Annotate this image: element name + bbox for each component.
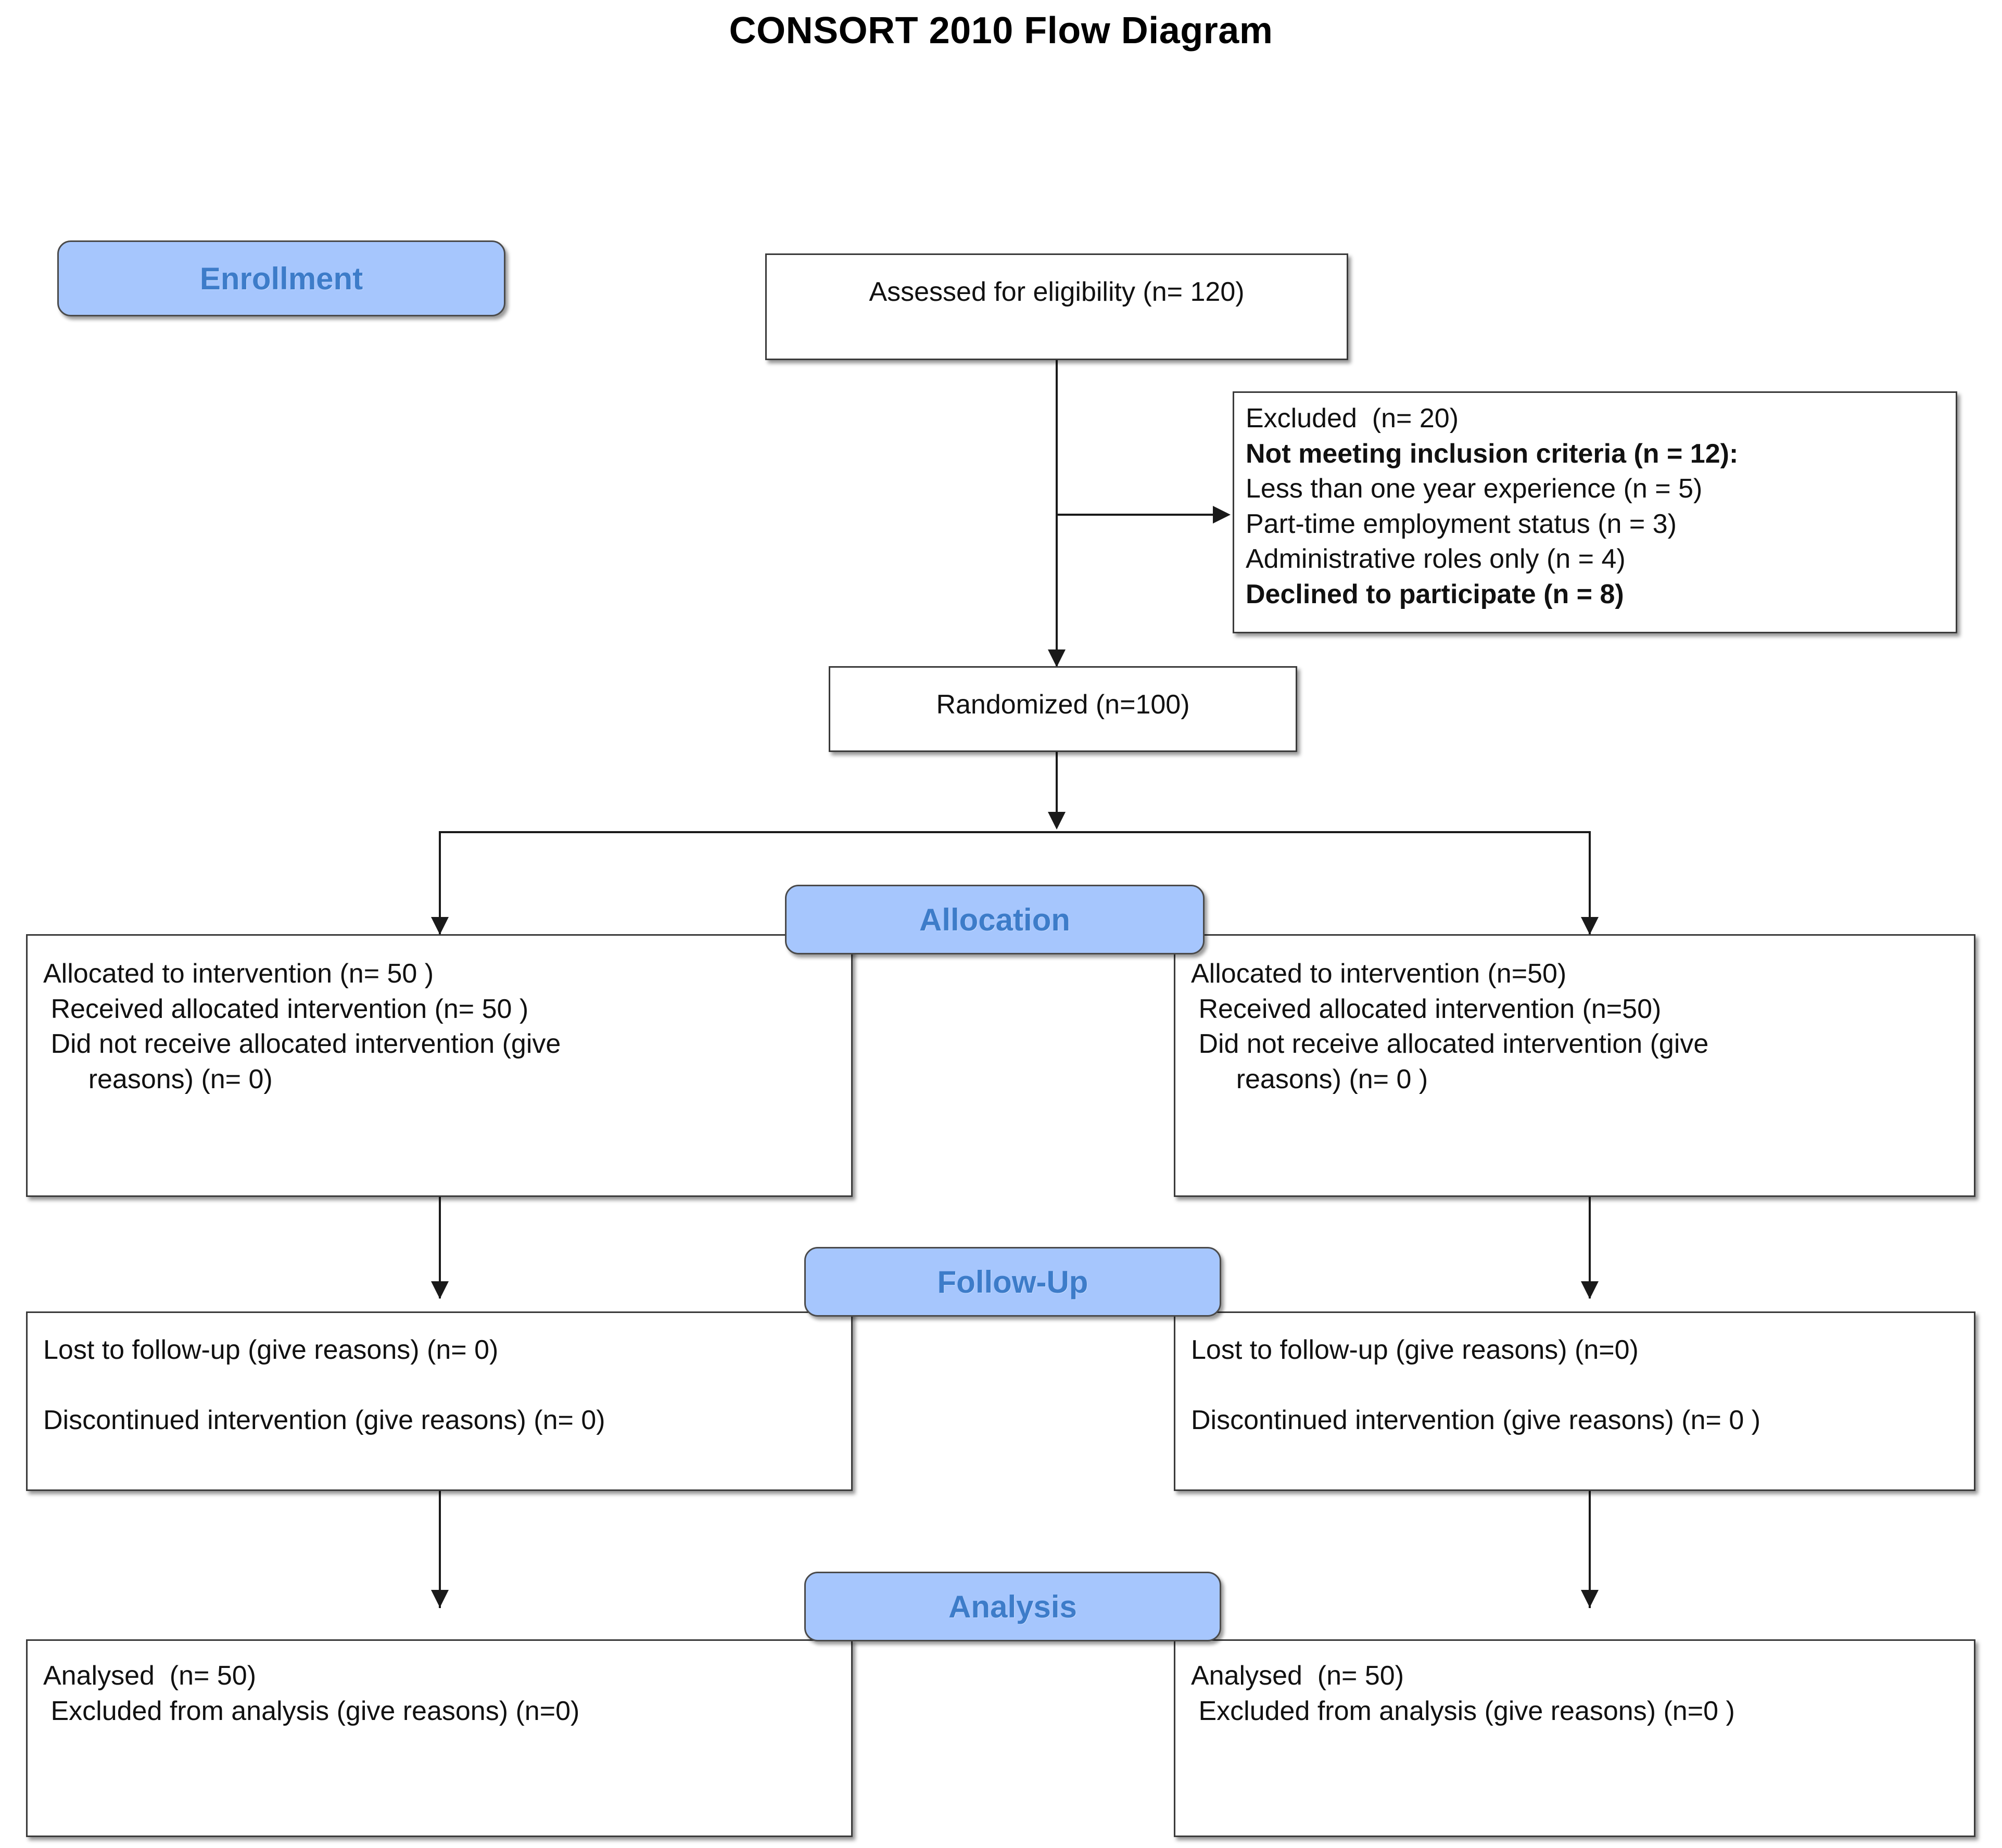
connector-split-left-drop (439, 831, 441, 935)
stage-banner-allocation-label: Allocation (919, 902, 1070, 937)
stage-banner-followup: Follow-Up (804, 1247, 1221, 1317)
excluded-line: Declined to participate (n = 8) (1246, 579, 1624, 609)
box-assessed-for-eligibility: Assessed for eligibility (n= 120) (765, 253, 1348, 360)
stage-banner-enrollment: Enrollment (57, 240, 505, 316)
connector-allocation-right-to-followup (1589, 1197, 1591, 1298)
page-title: CONSORT 2010 Flow Diagram (729, 10, 1273, 52)
box-analysis-right: Analysed (n= 50) Excluded from analysis … (1174, 1639, 1975, 1837)
box-analysis-left: Analysed (n= 50) Excluded from analysis … (26, 1639, 853, 1837)
stage-banner-enrollment-label: Enrollment (199, 261, 363, 296)
box-assessed-text: Assessed for eligibility (n= 120) (869, 277, 1245, 307)
arrowhead-followup-left (431, 1281, 449, 1299)
box-followup-right-text: Lost to follow-up (give reasons) (n=0) D… (1191, 1335, 1761, 1436)
box-analysis-left-text: Analysed (n= 50) Excluded from analysis … (43, 1661, 580, 1726)
connector-followup-right-to-analysis (1589, 1491, 1591, 1608)
box-allocation-right-text: Allocated to intervention (n=50) Receive… (1191, 959, 1709, 1094)
connector-split-right-drop (1589, 831, 1591, 935)
excluded-line: Excluded (n= 20) (1246, 403, 1459, 434)
stage-banner-followup-label: Follow-Up (937, 1264, 1088, 1299)
connector-followup-left-to-analysis (439, 1491, 441, 1608)
box-allocation-left: Allocated to intervention (n= 50 ) Recei… (26, 934, 853, 1197)
box-allocation-left-text: Allocated to intervention (n= 50 ) Recei… (43, 959, 561, 1094)
box-randomized: Randomized (n=100) (829, 666, 1297, 752)
box-analysis-right-text: Analysed (n= 50) Excluded from analysis … (1191, 1661, 1735, 1726)
stage-banner-analysis-label: Analysis (948, 1589, 1077, 1624)
box-followup-right: Lost to follow-up (give reasons) (n=0) D… (1174, 1311, 1975, 1491)
connector-allocation-left-to-followup (439, 1197, 441, 1298)
excluded-line: Less than one year experience (n = 5) (1246, 474, 1703, 504)
arrowhead-to-randomized (1048, 649, 1066, 667)
box-excluded-lines: Excluded (n= 20) Not meeting inclusion c… (1234, 393, 1956, 613)
arrowhead-followup-right (1581, 1281, 1599, 1299)
arrowhead-analysis-right (1581, 1590, 1599, 1608)
box-followup-left: Lost to follow-up (give reasons) (n= 0) … (26, 1311, 853, 1491)
box-allocation-right: Allocated to intervention (n=50) Receive… (1174, 934, 1975, 1197)
stage-banner-allocation: Allocation (785, 885, 1205, 954)
arrowhead-to-excluded (1213, 506, 1231, 524)
arrowhead-analysis-left (431, 1590, 449, 1608)
arrowhead-randomized-split (1048, 812, 1066, 830)
arrowhead-allocation-right (1581, 917, 1599, 935)
arrowhead-allocation-left (431, 917, 449, 935)
connector-randomized-to-split (1056, 752, 1058, 820)
excluded-line: Part-time employment status (n = 3) (1246, 508, 1677, 539)
excluded-line: Administrative roles only (n = 4) (1246, 544, 1626, 575)
connector-trunk-to-excluded (1056, 514, 1217, 516)
box-excluded: Excluded (n= 20) Not meeting inclusion c… (1233, 391, 1957, 633)
box-followup-left-text: Lost to follow-up (give reasons) (n= 0) … (43, 1335, 605, 1436)
box-randomized-text: Randomized (n=100) (936, 690, 1190, 720)
stage-banner-analysis: Analysis (804, 1572, 1221, 1641)
excluded-line: Not meeting inclusion criteria (n = 12): (1246, 438, 1739, 469)
connector-split-bar (439, 831, 1591, 833)
